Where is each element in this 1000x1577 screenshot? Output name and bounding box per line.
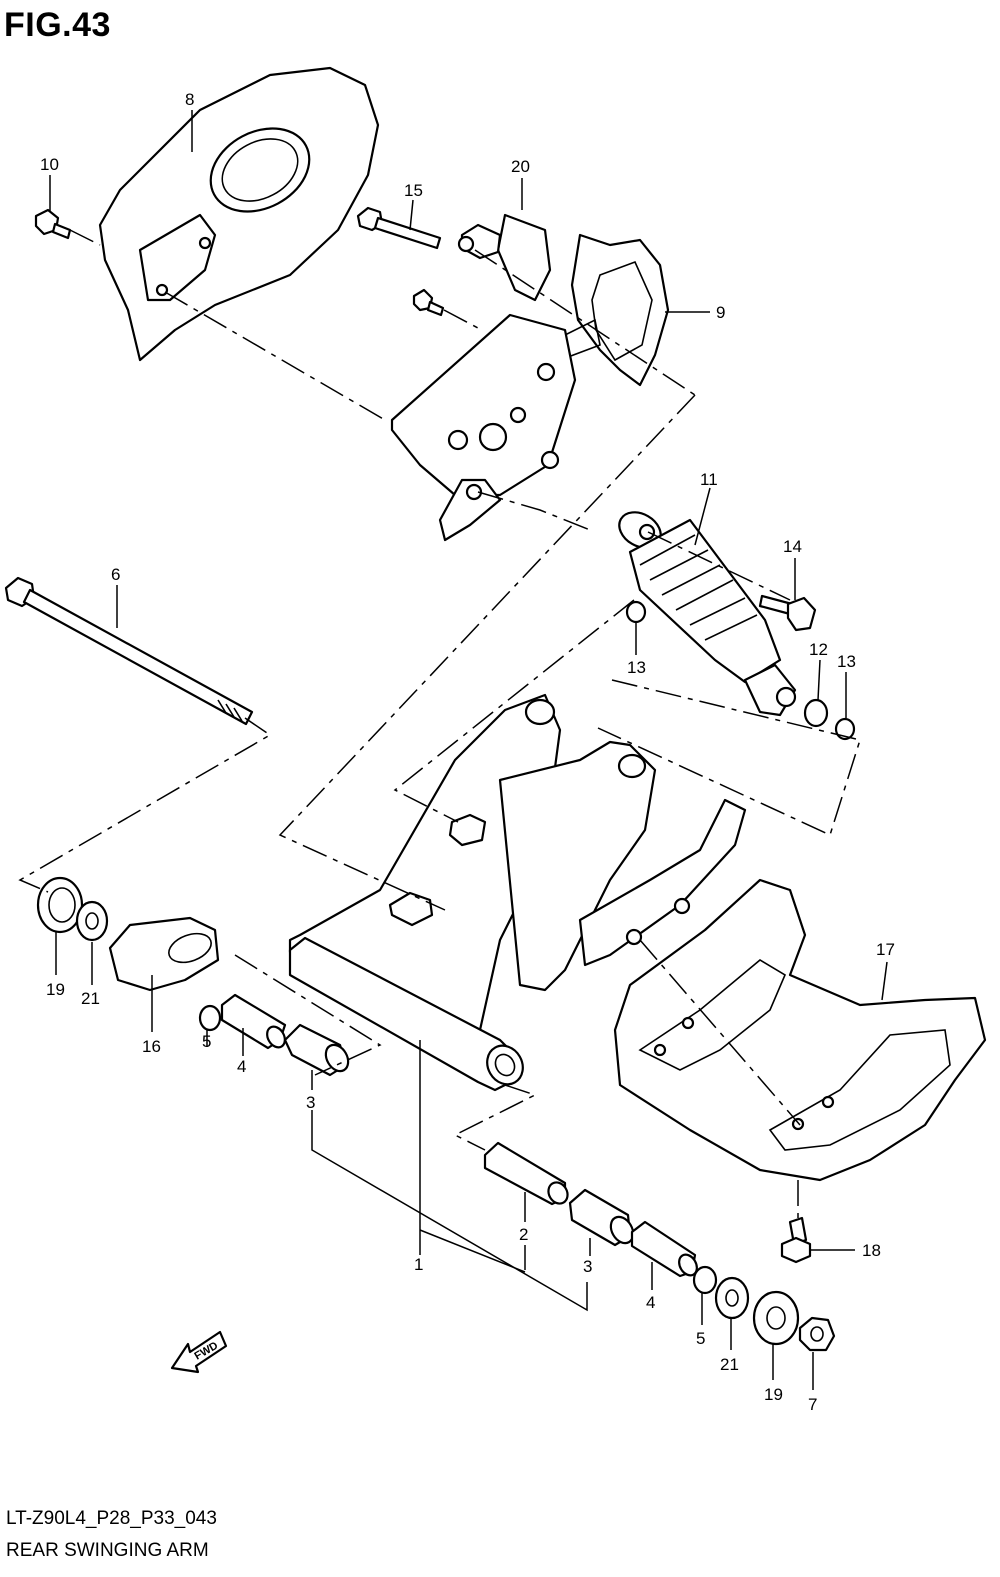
figure-title: FIG.43 xyxy=(4,6,111,44)
collar-2-part xyxy=(483,1141,569,1206)
callout-19-right: 19 xyxy=(764,1385,783,1404)
callout-13-upper: 13 xyxy=(627,658,646,677)
callout-16: 16 xyxy=(142,1037,161,1056)
swinging-arm-part xyxy=(288,693,747,1092)
callout-18: 18 xyxy=(862,1241,881,1260)
washer-5-left-part xyxy=(198,1004,222,1032)
bolt-10-part xyxy=(34,208,72,240)
callout-21-right: 21 xyxy=(720,1355,739,1374)
callout-3-left: 3 xyxy=(306,1093,315,1112)
washer-5-right-part xyxy=(692,1265,718,1295)
bushing-12-part xyxy=(803,698,829,728)
bushing-3-left-part xyxy=(283,1023,350,1077)
leader-lines xyxy=(49,110,888,1390)
chain-case-cover-part xyxy=(98,66,380,362)
callout-10: 10 xyxy=(40,155,59,174)
callout-20: 20 xyxy=(511,157,530,176)
chain-guard-part xyxy=(554,233,670,387)
callout-21-left: 21 xyxy=(81,989,100,1008)
callout-4-right: 4 xyxy=(646,1293,655,1312)
callout-4-left: 4 xyxy=(237,1057,246,1076)
callout-8: 8 xyxy=(185,90,194,109)
callout-3-right: 3 xyxy=(583,1257,592,1276)
assembly-lines xyxy=(18,229,861,1220)
pivot-shaft-6-part xyxy=(4,576,254,726)
small-bolt-part xyxy=(412,288,445,317)
skid-plate-part xyxy=(613,878,987,1182)
chain-guard-bracket-part xyxy=(390,313,577,542)
callout-12: 12 xyxy=(809,640,828,659)
oil-seal-19-right-part xyxy=(752,1290,800,1346)
washer-21-left-part xyxy=(75,900,109,942)
callout-9: 9 xyxy=(716,303,725,322)
callout-14: 14 xyxy=(783,537,802,556)
spacer-4-left-part xyxy=(220,993,287,1050)
callout-6: 6 xyxy=(111,565,120,584)
callout-5-right: 5 xyxy=(696,1329,705,1348)
bolt-18-part xyxy=(780,1216,812,1264)
nut-7-part xyxy=(798,1316,836,1352)
callout-1: 1 xyxy=(414,1255,423,1274)
washer-13-upper-part xyxy=(625,600,647,624)
bolt-14-part xyxy=(758,594,817,632)
fwd-arrow-icon: FWD xyxy=(170,1330,228,1374)
washer-21-right-part xyxy=(714,1276,750,1320)
callout-13-lower: 13 xyxy=(837,652,856,671)
bolt-15-part xyxy=(356,206,475,253)
callout-5-left: 5 xyxy=(202,1032,211,1051)
callout-19-left: 19 xyxy=(46,980,65,999)
callout-17: 17 xyxy=(876,940,895,959)
callout-2: 2 xyxy=(519,1225,528,1244)
bushing-3-right-part xyxy=(568,1188,635,1247)
oil-seal-19-left-part xyxy=(36,876,84,934)
washer-13-lower-part xyxy=(834,717,856,741)
diagram-caption: REAR SWINGING ARM xyxy=(6,1540,209,1561)
plate-20-part xyxy=(460,213,552,302)
callout-7: 7 xyxy=(808,1395,817,1414)
cap-16-part xyxy=(108,916,220,992)
spacer-4-right-part xyxy=(630,1220,698,1278)
callout-11: 11 xyxy=(700,470,718,489)
shock-absorber-part xyxy=(618,511,797,717)
callout-labels: 8 10 15 20 9 11 14 13 12 13 6 17 18 19 2… xyxy=(40,90,895,1414)
callout-15: 15 xyxy=(404,181,423,200)
model-code: LT-Z90L4_P28_P33_043 xyxy=(6,1508,217,1529)
